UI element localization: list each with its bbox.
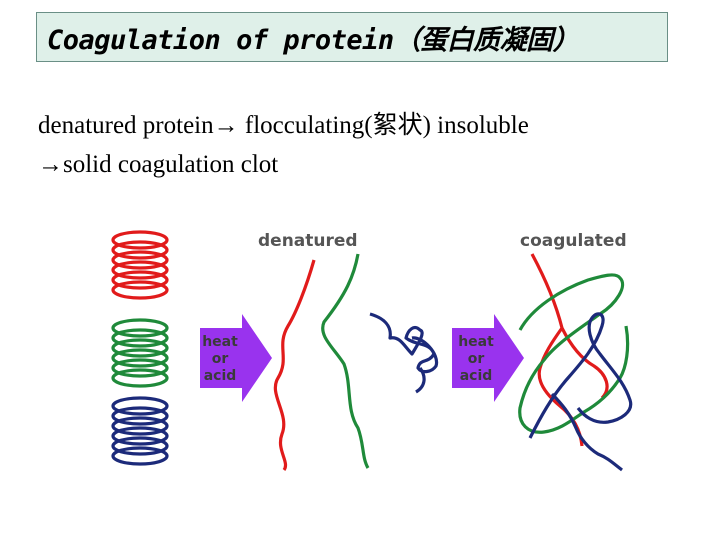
arrow-1-line-1: heat bbox=[202, 334, 238, 350]
denatured-green-strand bbox=[321, 253, 370, 469]
arrow-2-line-1: heat bbox=[458, 334, 494, 350]
green-coil-ring bbox=[111, 338, 169, 358]
navy-coil-ring bbox=[111, 426, 169, 446]
arrow-2-line-3: acid bbox=[460, 368, 493, 384]
navy-coil-ring bbox=[111, 446, 169, 466]
red-coil-ring bbox=[111, 260, 169, 280]
arrow-1-line-3: acid bbox=[204, 368, 237, 384]
red-helix bbox=[111, 230, 169, 300]
navy-helix bbox=[111, 396, 169, 466]
navy-coil-ring bbox=[111, 406, 169, 426]
coagulated-navy-strand bbox=[528, 312, 633, 472]
heat-or-acid-arrow-2: heat or acid bbox=[452, 314, 524, 402]
coagulated-green-strand bbox=[518, 273, 630, 434]
arrow-1-line-2: or bbox=[212, 351, 229, 367]
description-line-2: →solid coagulation clot bbox=[38, 151, 279, 178]
coagulation-diagram: heat or acid denatured heat or acid coag… bbox=[100, 218, 640, 473]
green-helix bbox=[111, 318, 169, 388]
red-coil-ring bbox=[111, 250, 169, 270]
green-coil-ring bbox=[111, 318, 169, 338]
title-box: Coagulation of protein（蛋白质凝固） bbox=[36, 12, 668, 62]
navy-coil-ring bbox=[111, 396, 169, 416]
navy-coil-ring bbox=[111, 416, 169, 436]
red-coil-ring bbox=[111, 280, 169, 300]
denatured-navy-strand bbox=[369, 312, 439, 394]
diagram-svg: heat or acid denatured heat or acid coag… bbox=[111, 230, 633, 472]
red-coil-ring bbox=[111, 270, 169, 290]
page-title: Coagulation of protein（蛋白质凝固） bbox=[47, 24, 580, 56]
arrow-shape bbox=[200, 314, 272, 402]
description: denatured protein→ flocculating(絮状) inso… bbox=[38, 106, 698, 184]
heat-or-acid-arrow-1: heat or acid bbox=[200, 314, 272, 402]
denatured-red-strand bbox=[273, 259, 316, 471]
label-denatured: denatured bbox=[258, 231, 358, 251]
arrow-shape bbox=[452, 314, 524, 402]
description-line-1: denatured protein→ flocculating(絮状) inso… bbox=[38, 112, 529, 139]
green-coil-ring bbox=[111, 328, 169, 348]
label-coagulated: coagulated bbox=[520, 231, 627, 251]
green-coil-ring bbox=[111, 368, 169, 388]
arrow-2-line-2: or bbox=[468, 351, 485, 367]
red-coil-ring bbox=[111, 240, 169, 260]
green-coil-ring bbox=[111, 348, 169, 368]
green-coil-ring bbox=[111, 358, 169, 378]
navy-coil-ring bbox=[111, 436, 169, 456]
red-coil-ring bbox=[111, 230, 169, 250]
